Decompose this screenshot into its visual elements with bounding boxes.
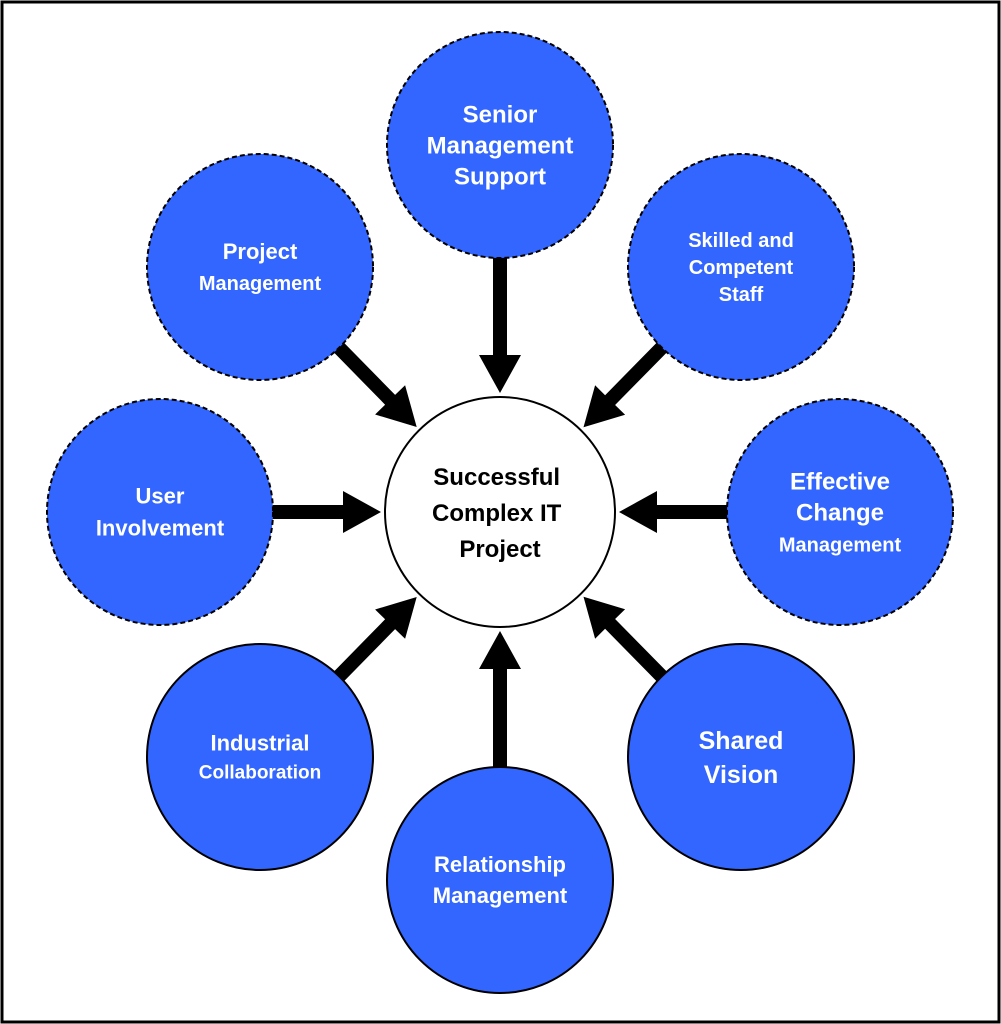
node-label-line: Effective [790, 468, 890, 495]
node-label-line: Management [427, 132, 574, 159]
center-circle [384, 396, 616, 628]
node-circle [627, 643, 855, 871]
node-label-line: Industrial [210, 731, 309, 756]
node-label-line: Senior [463, 101, 538, 128]
arrows-layer [269, 254, 731, 771]
center-label: Successful Complex IT Project [432, 464, 568, 563]
node-label-line: Staff [719, 284, 764, 306]
node-circle [146, 643, 374, 871]
node-label-line: Competent [689, 257, 794, 279]
node-circle [386, 31, 614, 259]
arrow-from-skilled-and-competent-staff [583, 339, 670, 428]
center-node: Successful Complex IT Project [384, 396, 616, 628]
node-label-line: Skilled and [688, 230, 794, 252]
arrow-from-effective-change-management [619, 491, 731, 533]
center-label-line: Project [459, 536, 540, 563]
node-label-line: Change [796, 499, 884, 526]
node-label-line: User [136, 484, 185, 509]
node-label-line: Shared [699, 727, 784, 755]
node-label-line: Project [223, 239, 298, 264]
node-circle [146, 153, 374, 381]
node-label-line: Vision [704, 761, 779, 789]
arrow-from-shared-vision [583, 596, 670, 685]
center-label-line: Successful [433, 464, 560, 491]
node-label-line: Management [779, 534, 902, 556]
node-label-line: Management [199, 273, 322, 295]
center-label-line: Complex IT [432, 500, 562, 527]
arrow-from-relationship-management [479, 631, 521, 771]
node-circle [627, 153, 855, 381]
node-label-line: Relationship [434, 852, 566, 877]
node-circle [386, 766, 614, 994]
node-label-line: Management [433, 883, 568, 908]
arrow-from-industrial-collaboration [331, 597, 417, 684]
node-circle [726, 398, 954, 626]
arrow-from-senior-management-support [479, 254, 521, 393]
node-label-line: Support [454, 163, 546, 190]
node-label-line: Involvement [96, 516, 225, 541]
arrow-from-user-involvement [269, 491, 381, 533]
arrow-from-project-management [331, 340, 417, 427]
node-circle [46, 398, 274, 626]
node-label-line: Collaboration [199, 763, 321, 784]
